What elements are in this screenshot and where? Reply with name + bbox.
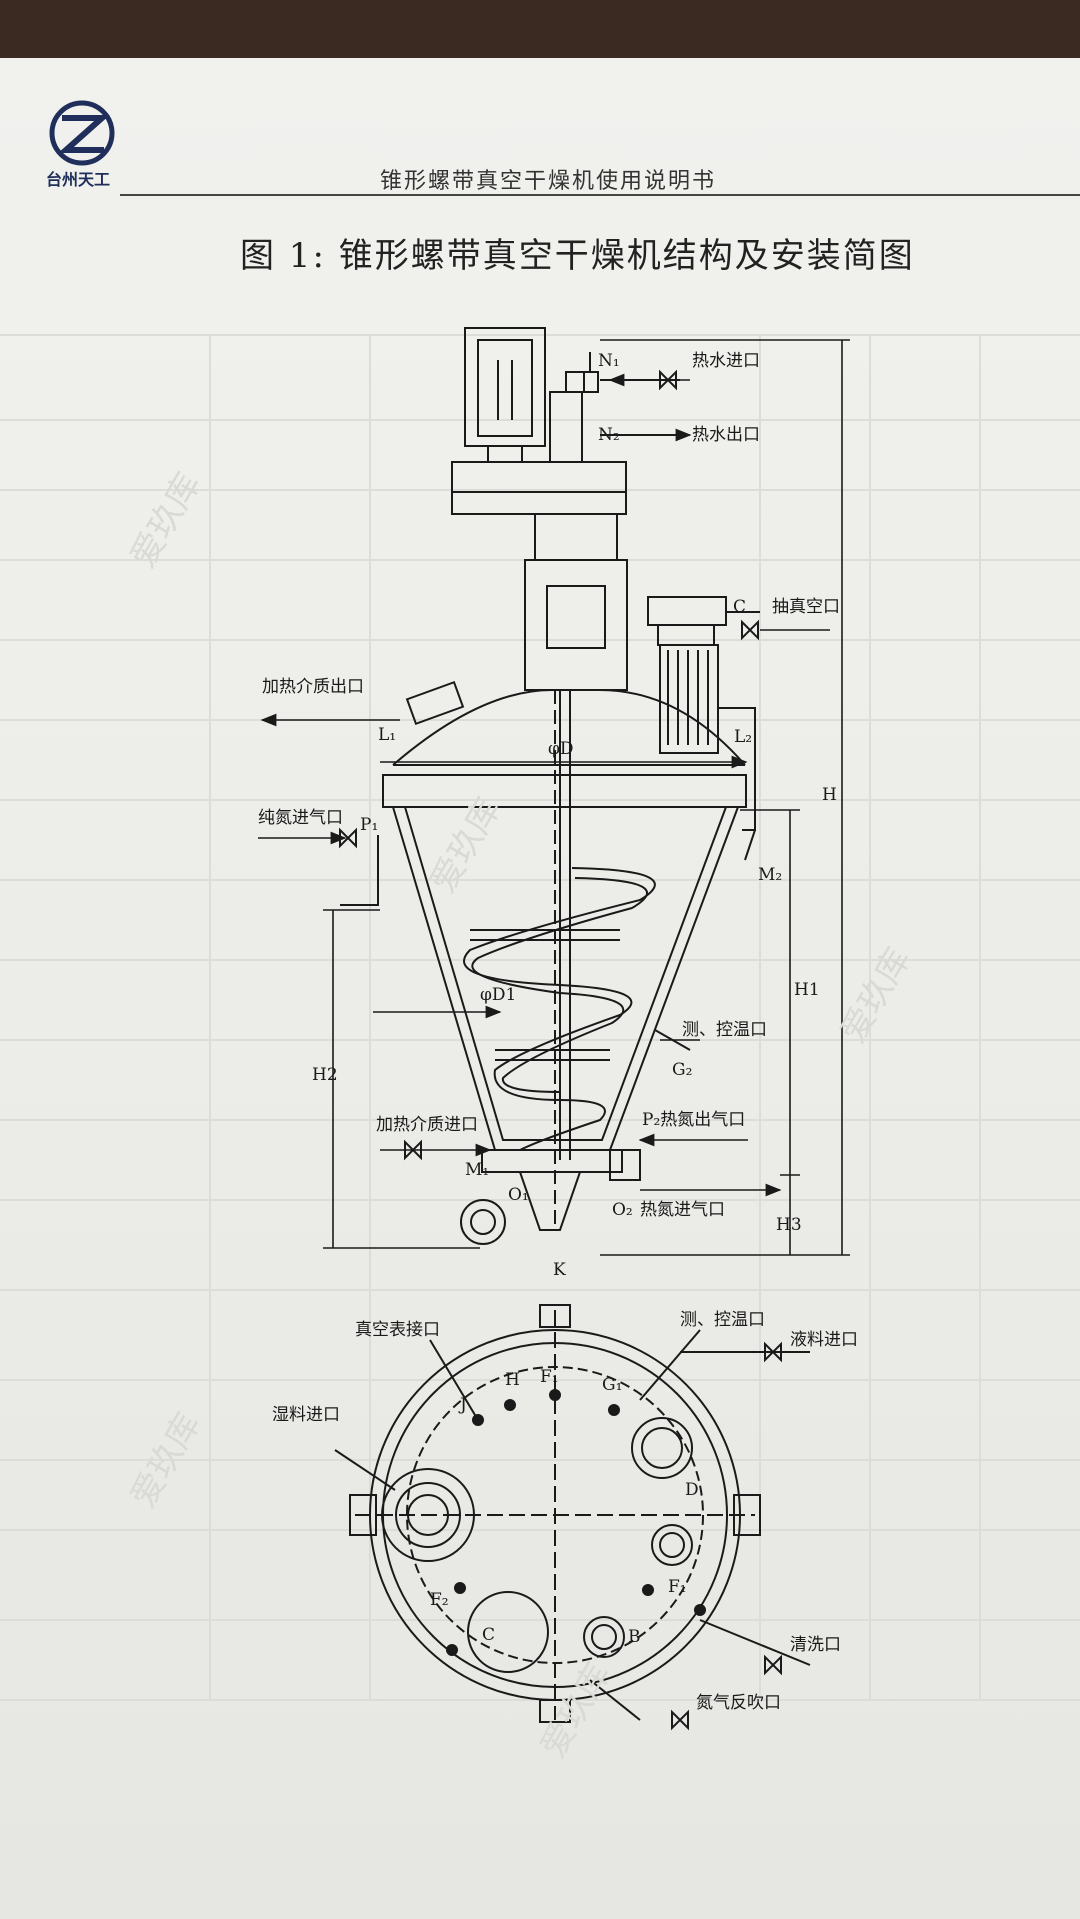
label-top-temp-port: 测、控温口: [680, 1310, 765, 1330]
label-hot-water-out: 热水出口: [692, 425, 760, 445]
label-h: H: [505, 1370, 520, 1390]
label-h3: H3: [776, 1215, 802, 1235]
label-l1: L₁: [378, 725, 396, 745]
label-f1-right: F₁: [668, 1577, 687, 1597]
watermark: 爱玖库: [123, 466, 209, 574]
label-h2: H2: [312, 1065, 338, 1085]
label-f2: F₂: [430, 1590, 449, 1610]
label-o1: O₁: [508, 1185, 529, 1205]
label-b: B: [628, 1627, 641, 1647]
label-vacuum-out: 抽真空口: [772, 597, 840, 617]
label-heat-medium-in: 加热介质进口: [376, 1115, 478, 1135]
vacuum-filter: [647, 596, 760, 831]
label-phi-d: φD: [548, 739, 574, 759]
label-pure-n2-in: 纯氮进气口: [258, 808, 343, 828]
label-n1: N₁: [598, 351, 620, 371]
label-g1: G₁: [602, 1375, 622, 1395]
label-c: C: [733, 597, 746, 617]
label-heat-medium-out: 加热介质出口: [262, 677, 364, 697]
label-m1: M₁: [465, 1160, 489, 1180]
label-j: J: [458, 1395, 467, 1415]
label-h1: H1: [794, 980, 820, 1000]
label-n2-blowback: 氮气反吹口: [696, 1693, 781, 1713]
label-o2: O₂: [612, 1200, 633, 1220]
label-n2: N₂: [598, 425, 620, 445]
watermark: 爱玖库: [123, 1406, 209, 1514]
label-g2: G₂: [672, 1060, 692, 1080]
figure-title: 图 1: 锥形螺带真空干燥机结构及安装简图: [240, 236, 915, 276]
top-view: [334, 1304, 811, 1723]
label-m2: M₂: [758, 865, 782, 885]
label-k: K: [553, 1260, 566, 1280]
label-f1-top: F₁: [540, 1367, 559, 1387]
logo-text: 台州天工: [46, 170, 111, 189]
label-d: D: [685, 1480, 699, 1500]
label-c: C: [482, 1625, 495, 1645]
vessel-cone: [340, 806, 739, 1245]
label-wet-material-in: 湿料进口: [272, 1405, 340, 1425]
label-phi-d1: φD1: [480, 985, 516, 1005]
label-clean-port: 清洗口: [790, 1635, 841, 1655]
header-rule: [120, 194, 1080, 196]
drive-column: [524, 513, 628, 691]
valve-symbols: [339, 369, 782, 1731]
watermark: 爱玖库: [533, 1656, 619, 1764]
label-temp-port: 测、控温口: [682, 1020, 767, 1040]
label-vacuum-gauge: 真空表接口: [355, 1320, 440, 1340]
label-hot-water-in: 热水进口: [692, 351, 760, 371]
label-p2-hot-n2-out: P₂热氮出气口: [642, 1110, 745, 1130]
document-header-title: 锥形螺带真空干燥机使用说明书: [380, 169, 717, 194]
label-l2: L₂: [734, 727, 752, 747]
label-h: H: [822, 785, 837, 805]
company-logo: [49, 100, 115, 166]
label-p1: P₁: [360, 815, 378, 835]
motor: [451, 327, 627, 515]
ribbon-agitator: [463, 867, 656, 1151]
label-hot-n2-in: 热氮进气口: [640, 1200, 725, 1220]
label-liquid-in: 液料进口: [790, 1330, 858, 1350]
watermark: 爱玖库: [833, 941, 919, 1049]
